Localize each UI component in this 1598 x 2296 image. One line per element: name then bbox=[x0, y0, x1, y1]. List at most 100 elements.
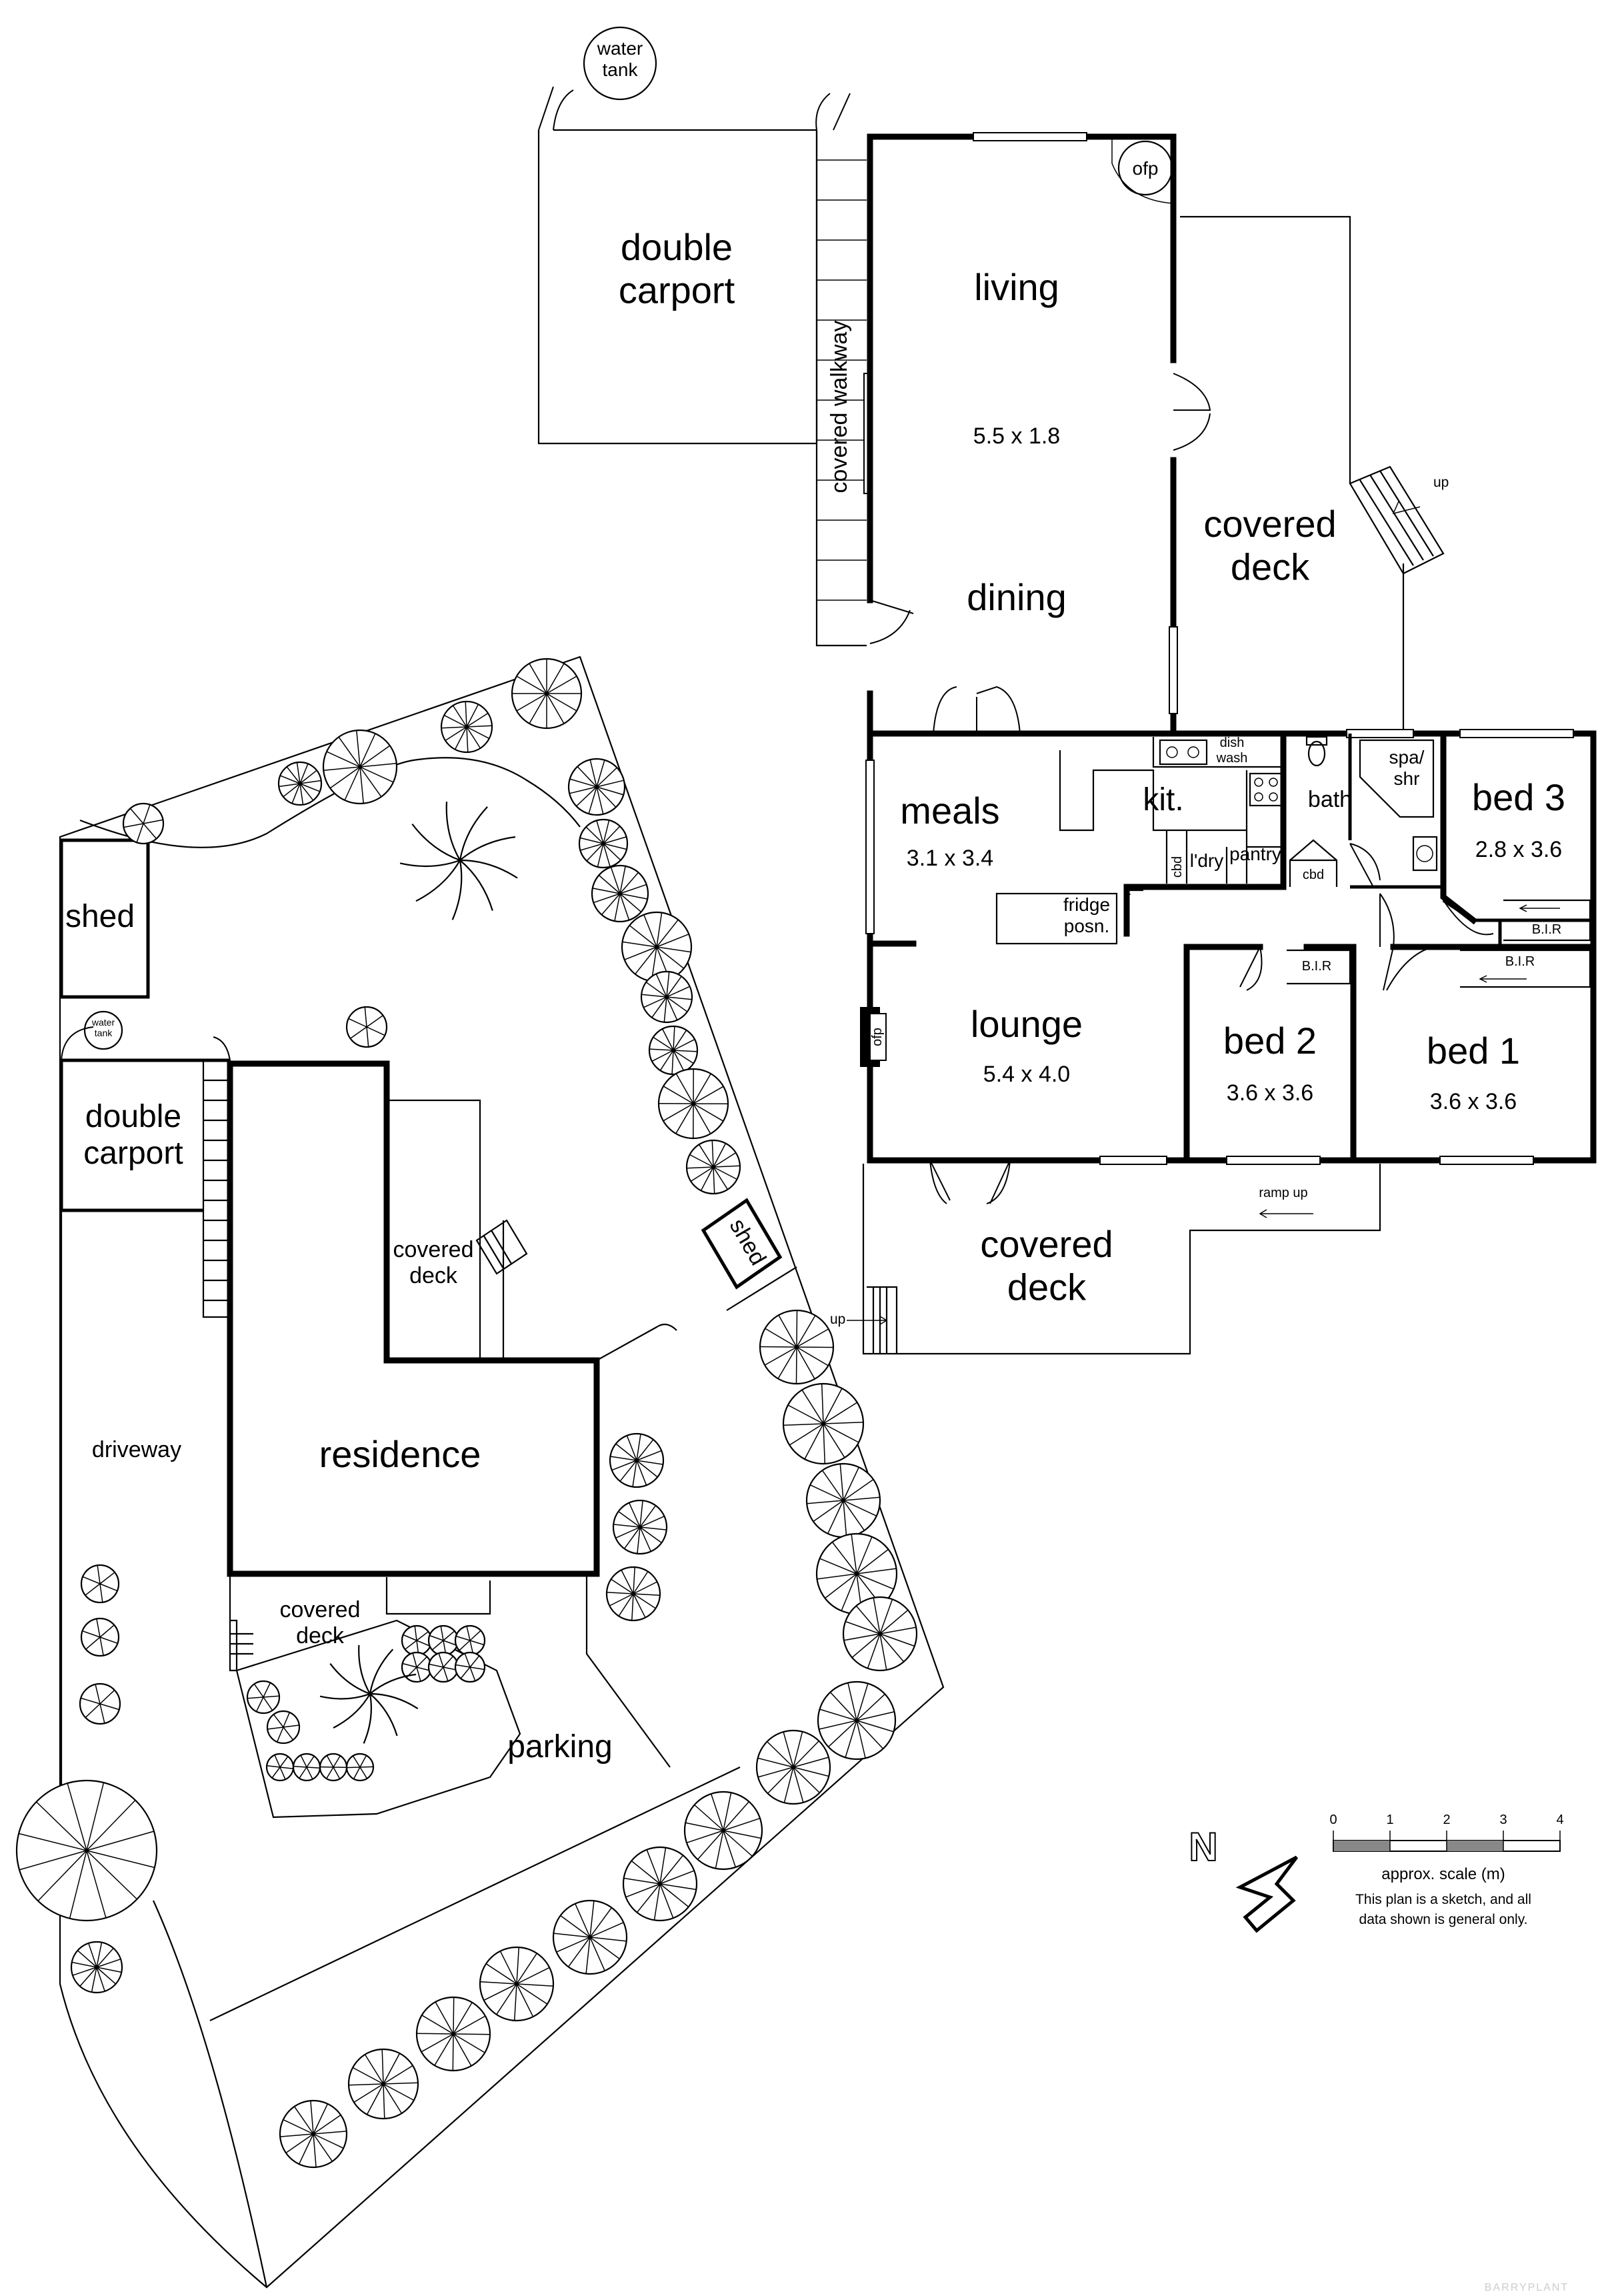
scale-tick-4: 4 bbox=[1556, 1813, 1563, 1827]
cbd-bath-label: cbd bbox=[1303, 868, 1324, 882]
watermark: BARRYPLANT bbox=[1485, 2282, 1569, 2293]
tree bbox=[842, 1596, 918, 1672]
bed2-dims-label: 3.6 x 3.6 bbox=[1227, 1080, 1313, 1106]
tree bbox=[685, 1139, 741, 1195]
meals-label: meals bbox=[900, 790, 999, 832]
large-tree bbox=[399, 802, 518, 920]
covered-walkway-outline bbox=[815, 130, 867, 647]
side-up-label: up bbox=[1433, 475, 1449, 490]
site-boundary bbox=[59, 656, 945, 2289]
fridge-position bbox=[995, 892, 1118, 945]
scale-tick-2: 2 bbox=[1443, 1813, 1450, 1827]
water-tank-circle bbox=[583, 26, 657, 101]
tree bbox=[401, 1624, 433, 1656]
tree bbox=[612, 1499, 668, 1555]
front-up-arrow bbox=[847, 1316, 888, 1325]
bath-vanity bbox=[1412, 836, 1438, 872]
tree bbox=[805, 1462, 881, 1538]
shed-fence bbox=[726, 1266, 797, 1311]
large-tree bbox=[319, 1644, 419, 1744]
bed1-label: bed 1 bbox=[1427, 1030, 1520, 1072]
bed3-bir-arrow bbox=[1519, 904, 1560, 912]
cooktop-burner-3 bbox=[1254, 792, 1263, 802]
ofp-top-label: ofp bbox=[1133, 158, 1159, 179]
bath-label: bath bbox=[1308, 787, 1352, 812]
tree bbox=[277, 761, 323, 806]
kitchen-bench bbox=[1059, 750, 1248, 832]
right-shed bbox=[701, 1198, 783, 1290]
bath-walls bbox=[1281, 734, 1443, 889]
bed3-door bbox=[1443, 900, 1494, 936]
cbd-kit-label: cbd bbox=[1170, 856, 1185, 878]
meals-dims-label: 3.1 x 3.4 bbox=[907, 846, 993, 871]
bed2-label: bed 2 bbox=[1223, 1020, 1317, 1062]
parking-label: parking bbox=[507, 1729, 612, 1765]
central-walls bbox=[867, 730, 1597, 1164]
cooktop-burner-1 bbox=[1254, 778, 1263, 787]
kit-label: kit. bbox=[1143, 782, 1183, 818]
tree bbox=[265, 1753, 295, 1782]
bottom-fence bbox=[209, 1767, 741, 2021]
tree bbox=[479, 1946, 555, 2022]
right-shed-label: shed bbox=[725, 1214, 771, 1270]
tree bbox=[605, 1566, 661, 1622]
tree bbox=[683, 1791, 763, 1871]
lounge-label: lounge bbox=[971, 1003, 1083, 1045]
north-arrow-shape bbox=[1235, 1855, 1298, 1933]
tree bbox=[246, 1680, 281, 1714]
bath-window-top bbox=[1346, 729, 1414, 738]
site-carport-gate bbox=[61, 1026, 231, 1061]
kitchen-back-bench bbox=[1152, 737, 1283, 768]
tree bbox=[322, 729, 398, 805]
site-trees bbox=[15, 658, 918, 2169]
site-water-tank bbox=[83, 1010, 123, 1050]
tree bbox=[817, 1680, 897, 1761]
tree bbox=[415, 1996, 491, 2072]
tree bbox=[567, 758, 626, 816]
tree bbox=[578, 818, 629, 869]
tree bbox=[454, 1651, 486, 1683]
covered-walkway-label: covered walkway bbox=[827, 321, 852, 493]
bed3-label: bed 3 bbox=[1472, 776, 1565, 818]
bed2-door bbox=[1239, 946, 1263, 991]
ramp-up-label: ramp up bbox=[1259, 1186, 1307, 1200]
left-shed-label: shed bbox=[65, 899, 135, 934]
tree bbox=[454, 1624, 486, 1656]
tree bbox=[345, 1753, 375, 1782]
bir-bed1-label: B.I.R bbox=[1505, 954, 1535, 969]
tree bbox=[755, 1729, 831, 1805]
bed1-window-bottom bbox=[1439, 1156, 1534, 1165]
bed3-walls bbox=[1442, 898, 1593, 947]
tree bbox=[401, 1651, 433, 1683]
site-curve bbox=[152, 1900, 268, 2288]
scale-tick-0: 0 bbox=[1329, 1813, 1337, 1827]
bed3-dims-label: 2.8 x 3.6 bbox=[1475, 837, 1562, 862]
cooktop-burner-2 bbox=[1269, 778, 1278, 787]
tree bbox=[279, 2099, 348, 2169]
walkway-door bbox=[869, 600, 914, 644]
dining-window-right bbox=[1169, 626, 1178, 714]
residence-top-deck bbox=[387, 1099, 677, 1361]
tree bbox=[15, 1779, 158, 1922]
front-up-label: up bbox=[830, 1312, 845, 1327]
cooktop-burner-4 bbox=[1269, 792, 1278, 802]
walkway-slats bbox=[817, 159, 867, 601]
tree bbox=[640, 970, 693, 1024]
scale-label: approx. scale (m) bbox=[1381, 1865, 1505, 1883]
pantry-label: pantry bbox=[1229, 844, 1281, 864]
carport-gate-right bbox=[815, 93, 851, 131]
ramp-arrow bbox=[1259, 1209, 1313, 1218]
bath-door bbox=[1349, 843, 1381, 888]
bed3-bir bbox=[1503, 899, 1591, 942]
residence-label: residence bbox=[319, 1433, 481, 1475]
bed2-window-bottom bbox=[1226, 1156, 1321, 1165]
